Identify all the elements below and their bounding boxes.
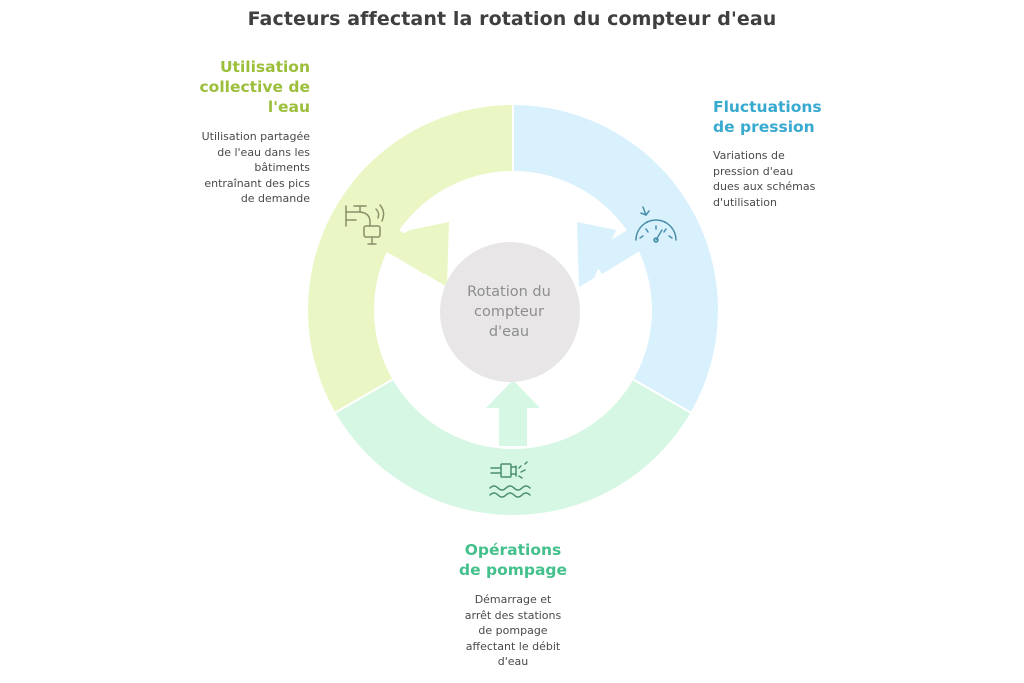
pressure-gauge-icon (635, 206, 677, 243)
heading-line: Opérations (464, 541, 562, 559)
description-line: entraînant des pics (204, 176, 310, 190)
factor-heading-pumping-operations: Opérations de pompage (413, 540, 613, 580)
description-line: pression d'eau (713, 164, 794, 178)
factor-description-collective-water-use: Utilisation partagée de l'eau dans les b… (150, 129, 310, 207)
center-circle (440, 242, 580, 382)
arrow-pumping-to-center (486, 380, 540, 446)
description-line: Utilisation partagée (201, 130, 310, 143)
segment-collective-water-use (307, 105, 513, 413)
factor-heading-collective-water-use: Utilisation collective de l'eau (170, 57, 310, 117)
water-pump-icon (489, 461, 531, 498)
diagram-title: Facteurs affectant la rotation du compte… (247, 8, 777, 30)
description-line: d'utilisation (713, 195, 778, 209)
heading-line: collective de (199, 78, 310, 96)
factor-description-pressure-fluctuations: Variations de pression d'eau dues aux sc… (713, 148, 873, 210)
description-line: Démarrage et (474, 593, 552, 606)
heading-line: de pression (713, 118, 815, 136)
segment-pressure-fluctuations (513, 105, 719, 413)
description-line: de demande (240, 192, 310, 205)
segment-pumping-operations (335, 379, 691, 516)
heading-line: Fluctuations (713, 98, 822, 116)
segment-divider (632, 378, 692, 414)
description-line: de l'eau dans les (217, 145, 310, 159)
description-line: de pompage (478, 624, 548, 637)
description-line: affectant le débit (465, 639, 561, 653)
description-line: bâtiments (254, 161, 310, 174)
description-line: arrêt des stations (464, 608, 562, 622)
center-label-line: compteur (474, 304, 544, 320)
heading-line: l'eau (267, 98, 310, 116)
center-label-line: Rotation du (467, 284, 551, 300)
center-label-line: d'eau (488, 324, 530, 340)
factor-heading-pressure-fluctuations: Fluctuations de pression (713, 97, 873, 137)
arrow-pressure-to-center (588, 226, 648, 274)
center-label: Rotation du compteur d'eau (440, 282, 578, 342)
heading-line: Utilisation (219, 58, 310, 76)
segment-divider (334, 378, 394, 414)
faucet-icon (345, 204, 385, 245)
arrow-collective-to-center (378, 226, 438, 274)
description-line: Variations de (713, 149, 785, 162)
factor-description-pumping-operations: Démarrage et arrêt des stations de pompa… (423, 592, 603, 670)
description-line: d'eau (497, 655, 529, 668)
heading-line: de pompage (458, 561, 568, 579)
description-line: dues aux schémas (713, 180, 816, 193)
